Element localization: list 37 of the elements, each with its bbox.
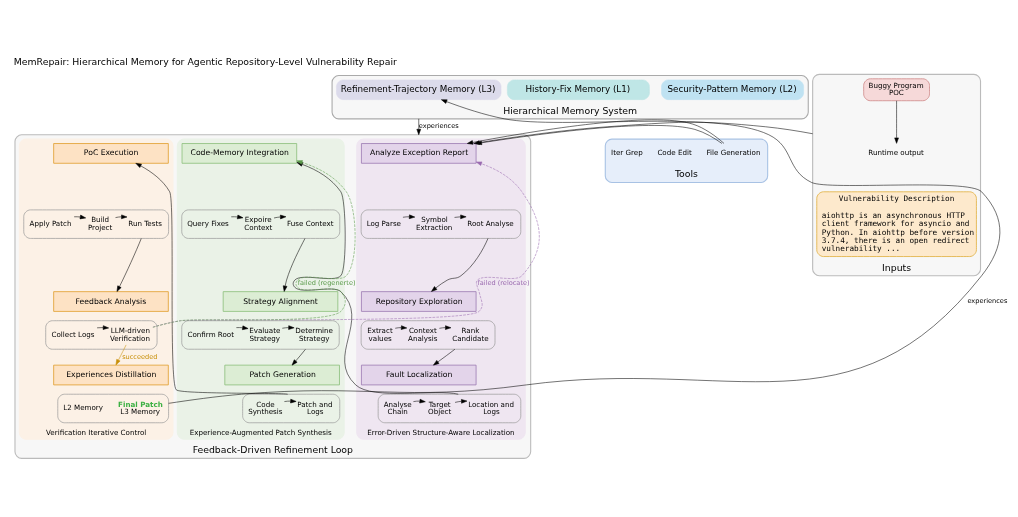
arrow (454, 398, 468, 403)
arrow (894, 100, 899, 144)
cluster (23, 209, 169, 239)
node-box: Refinement-Trajectory Memory (L3) (336, 79, 502, 100)
arrow (116, 237, 142, 292)
arrow (291, 348, 306, 365)
arrow (115, 214, 128, 219)
arrow (115, 344, 127, 365)
cluster (360, 209, 522, 239)
arrow (433, 348, 456, 365)
arrow (73, 214, 86, 219)
arrow (284, 398, 297, 403)
cluster (181, 319, 340, 350)
arrow (413, 398, 426, 403)
cluster (45, 319, 158, 350)
arrow (236, 325, 249, 330)
cluster (242, 393, 341, 423)
arrow (135, 162, 288, 394)
arrow (273, 214, 287, 219)
arrow (416, 118, 421, 135)
arrow (431, 237, 489, 292)
arrow (282, 324, 295, 330)
diagram-title: MemRepair: Hierarchical Memory for Agentic Repository-Level Vulnerability Repair (13, 55, 397, 67)
arrow (439, 324, 452, 330)
arrow (282, 237, 306, 292)
node-box: Security-Pattern Memory (L2) (661, 79, 804, 100)
arrow (394, 324, 408, 330)
cluster (181, 209, 341, 239)
arrow (168, 98, 1001, 404)
arrow (231, 214, 244, 219)
cluster (57, 393, 169, 423)
arrow (96, 324, 109, 330)
arrow (454, 214, 467, 219)
cluster (377, 393, 522, 423)
cluster (360, 319, 496, 350)
node-box: History-Fix Memory (L1) (507, 79, 650, 100)
arrow (402, 214, 416, 219)
